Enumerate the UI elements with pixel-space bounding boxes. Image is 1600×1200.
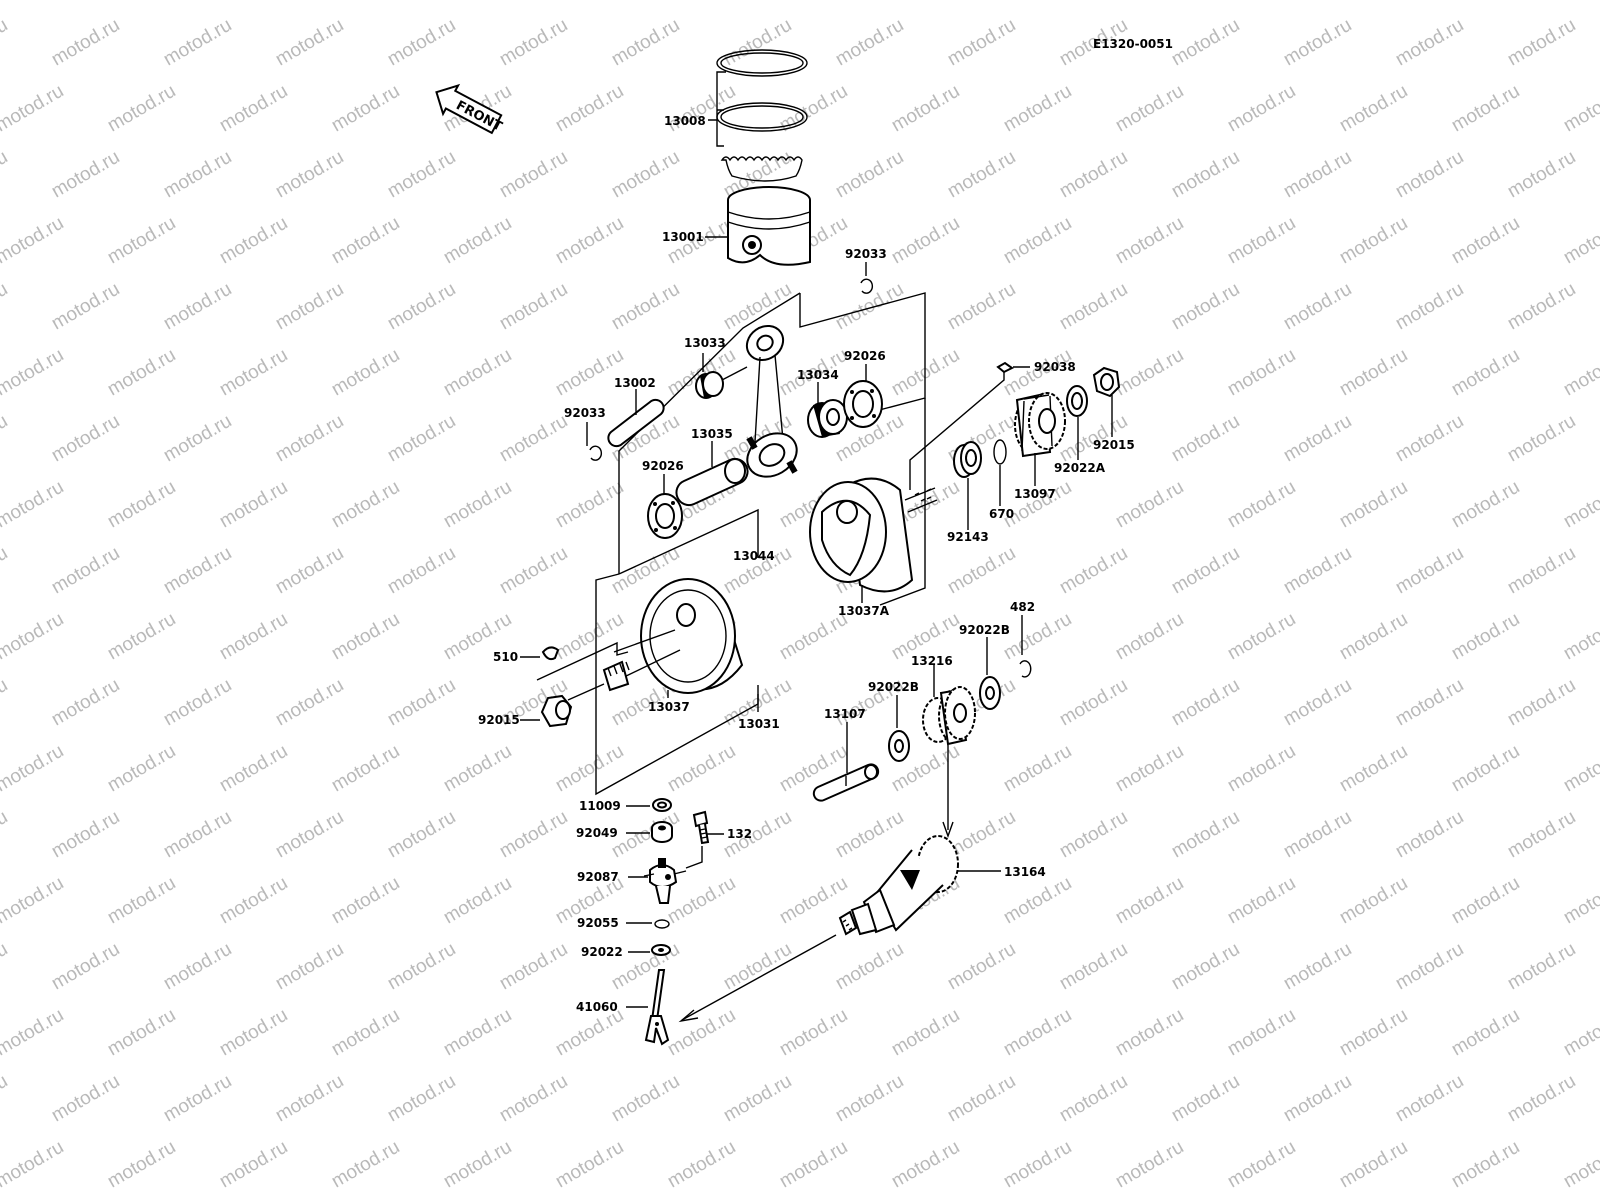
label-482: 482 [1010, 600, 1035, 614]
label-41060: 41060 [576, 1000, 618, 1014]
washer-92022B-top [979, 676, 1001, 710]
label-13035: 13035 [691, 427, 733, 441]
label-92015-left: 92015 [478, 713, 520, 727]
o-ring-92055 [654, 919, 670, 929]
label-13107: 13107 [824, 707, 866, 721]
bolt-132 [692, 810, 710, 845]
gear-13097 [1014, 392, 1066, 458]
crank-half-right [809, 477, 938, 593]
label-92049: 92049 [576, 826, 618, 840]
front-arrow-icon: FRONT [435, 83, 504, 135]
connecting-rod [745, 324, 798, 478]
bearing-92143 [953, 441, 982, 478]
circlip-482 [1019, 660, 1032, 678]
idler-shaft [812, 763, 880, 802]
label-13031: 13031 [738, 717, 780, 731]
label-670: 670 [989, 507, 1014, 521]
circlip-left [589, 445, 603, 461]
needle-bearing-13034 [807, 399, 848, 438]
label-92033-left: 92033 [564, 406, 606, 420]
circlip-top [860, 278, 874, 294]
label-92015-right: 92015 [1093, 438, 1135, 452]
label-11009: 11009 [579, 799, 621, 813]
kickstart-shaft [838, 835, 959, 936]
label-92055: 92055 [577, 916, 619, 930]
label-13034: 13034 [797, 368, 839, 382]
fitting-92087 [643, 858, 687, 904]
rod-41060 [644, 969, 670, 1046]
label-13033: 13033 [684, 336, 726, 350]
label-13037A: 13037A [838, 604, 890, 618]
label-13044: 13044 [733, 549, 775, 563]
thrust-washer-left [647, 493, 683, 539]
label-13008: 13008 [664, 114, 706, 128]
label-92022A: 92022A [1054, 461, 1106, 475]
gear-13216 [922, 686, 976, 746]
label-92022: 92022 [581, 945, 623, 959]
label-13164: 13164 [1004, 865, 1046, 879]
crank-pin [675, 457, 749, 507]
label-92087: 92087 [577, 870, 619, 884]
piston-rings [716, 49, 808, 182]
label-92022B-top: 92022B [959, 623, 1010, 637]
key-92038 [996, 361, 1014, 374]
diagram-code: E1320-0051 [1093, 37, 1173, 51]
o-ring-670 [993, 439, 1007, 465]
label-132: 132 [727, 827, 752, 841]
label-13216: 13216 [911, 654, 953, 668]
washer-92022A [1066, 385, 1088, 417]
label-92143: 92143 [947, 530, 989, 544]
label-92038: 92038 [1034, 360, 1076, 374]
label-92026-top: 92026 [844, 349, 886, 363]
label-13002: 13002 [614, 376, 656, 390]
label-92026-left: 92026 [642, 459, 684, 473]
label-92022B-mid: 92022B [868, 680, 919, 694]
needle-bearing-13033 [695, 371, 724, 399]
nut-right [1092, 366, 1121, 398]
seal-92049 [651, 821, 673, 843]
washer-92022 [651, 944, 671, 956]
piston-pin [607, 398, 665, 448]
label-13037: 13037 [648, 700, 690, 714]
label-13001: 13001 [662, 230, 704, 244]
piston [727, 186, 811, 266]
label-92033-top: 92033 [845, 247, 887, 261]
crank-half-left [602, 578, 744, 694]
woodruff-key [541, 646, 560, 661]
washer-92022B-mid [888, 730, 910, 762]
label-13097: 13097 [1014, 487, 1056, 501]
thrust-washer-top [843, 380, 883, 428]
nut-left [540, 694, 573, 728]
label-510: 510 [493, 650, 518, 664]
